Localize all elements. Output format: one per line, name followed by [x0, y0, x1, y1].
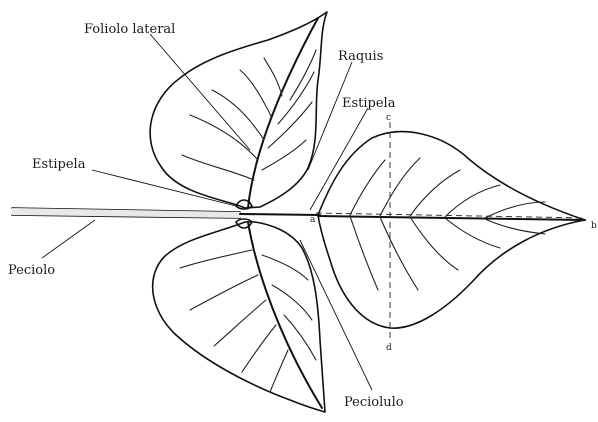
label-foliolo-lateral: Foliolo lateral [84, 22, 175, 37]
label-b: b [591, 221, 597, 231]
upper-lateral-leaflet [150, 12, 327, 208]
label-a: a [310, 215, 316, 225]
label-c: c [386, 113, 391, 123]
petiole [12, 208, 240, 218]
label-peciolo: Peciolo [8, 263, 55, 278]
terminal-leaflet [316, 122, 586, 338]
label-estipela-left: Estipela [32, 157, 86, 172]
label-d: d [386, 343, 392, 353]
label-estipela-upper: Estipela [342, 96, 396, 111]
label-raquis: Raquis [338, 49, 383, 64]
lower-lateral-leaflet [153, 222, 325, 412]
rachis [240, 214, 320, 215]
label-peciolulo: Peciolulo [344, 395, 404, 410]
